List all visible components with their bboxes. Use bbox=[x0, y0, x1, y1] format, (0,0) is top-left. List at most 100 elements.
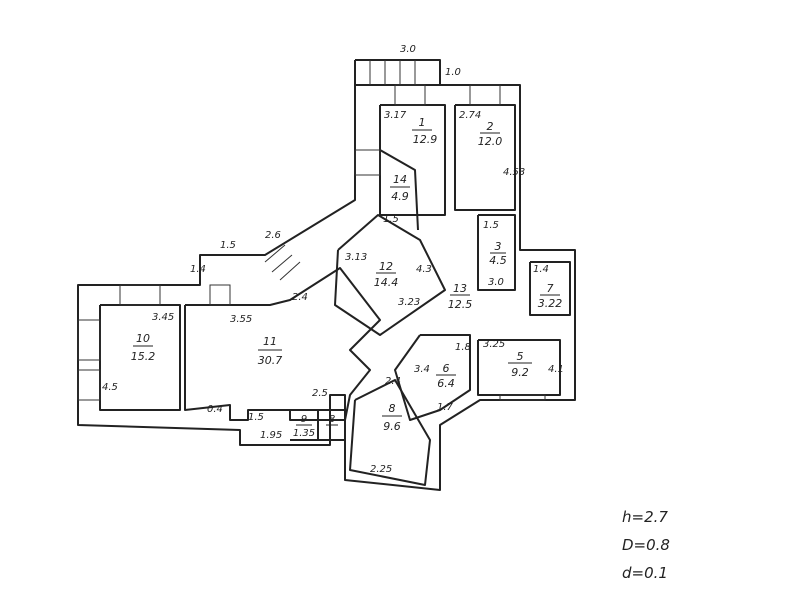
plan-label: 12 bbox=[379, 260, 393, 273]
room-labels: 112.9 212.0 34.5 73.22 59.2 66.4 89.6 91… bbox=[131, 116, 563, 439]
plan-label: 3.4 bbox=[414, 364, 430, 375]
plan-label: 12.9 bbox=[413, 133, 438, 146]
plan-label: 0.4 bbox=[207, 404, 223, 415]
plan-line bbox=[77, 369, 101, 401]
plan-line bbox=[279, 261, 301, 281]
plan-line bbox=[77, 59, 576, 491]
plan-line bbox=[477, 339, 561, 396]
plan-label: 1.35 bbox=[293, 428, 315, 439]
plan-label: 2.25 bbox=[370, 464, 392, 475]
plan-label: 1.95 bbox=[260, 430, 282, 441]
plan-label: 30.7 bbox=[258, 354, 283, 367]
plan-label: 3.45 bbox=[152, 312, 174, 323]
plan-line bbox=[379, 149, 419, 231]
plan-notes: h=2.7 D=0.8 d=0.1 bbox=[622, 508, 670, 582]
plan-label: 4.5 bbox=[489, 254, 507, 267]
plan-line bbox=[394, 84, 426, 106]
plan-label: 6 bbox=[443, 362, 450, 375]
plan-label: 3.0 bbox=[488, 277, 504, 288]
plan-label: 12.0 bbox=[478, 135, 503, 148]
plan-label: 9 bbox=[301, 414, 307, 425]
plan-line bbox=[529, 261, 571, 316]
plan-label: 12.5 bbox=[448, 298, 473, 311]
room-10: 10 15.2 bbox=[131, 332, 156, 363]
plan-label: 2.74 bbox=[459, 110, 481, 121]
plan-label: 14.4 bbox=[374, 276, 399, 289]
plan-label: 7 bbox=[547, 282, 554, 295]
plan-label: 9.2 bbox=[511, 366, 529, 379]
plan-label: 4.1 bbox=[548, 364, 564, 375]
plan-label: 3.13 bbox=[345, 252, 367, 263]
room-1: 112.9 bbox=[412, 116, 437, 146]
plan-label: 1 bbox=[419, 116, 426, 129]
plan-label: 10 bbox=[136, 332, 150, 345]
plan-line bbox=[394, 334, 471, 421]
plan-label: 9.6 bbox=[383, 420, 401, 433]
stairs bbox=[264, 60, 416, 281]
room-9: 91.35 bbox=[293, 414, 315, 439]
plan-label: 3.22 bbox=[538, 297, 563, 310]
room-13: 13 12.5 bbox=[448, 282, 473, 311]
plan-label: 4.5 bbox=[102, 382, 118, 393]
room-small: 8 bbox=[326, 414, 338, 426]
plan-line bbox=[379, 104, 446, 216]
dimension-labels: 3.0 1.0 3.17 2.74 4.53 1.5 1.5 3.0 1.4 3… bbox=[102, 44, 564, 475]
plan-line bbox=[349, 379, 431, 486]
plan-label: 15.2 bbox=[131, 350, 156, 363]
plan-line bbox=[354, 149, 381, 176]
plan-label: 1.5 bbox=[483, 220, 499, 231]
plan-label: 3.25 bbox=[483, 339, 505, 350]
plan-label: 2 bbox=[487, 120, 494, 133]
plan-label: 1.8 bbox=[455, 342, 471, 353]
plan-label: h=2.7 bbox=[622, 508, 668, 526]
plan-label: 3.23 bbox=[398, 297, 420, 308]
plan-label: 1.4 bbox=[533, 264, 549, 275]
plan-label: 2.4 bbox=[292, 292, 308, 303]
plan-label: 8 bbox=[329, 414, 335, 425]
room-7: 73.22 bbox=[538, 282, 563, 310]
plan-line bbox=[469, 84, 501, 106]
plan-label: 2.4 bbox=[385, 376, 401, 387]
plan-line bbox=[499, 394, 546, 401]
room-11: 11 30.7 bbox=[258, 335, 283, 367]
room-2: 212.0 bbox=[478, 120, 503, 148]
plan-label: 8 bbox=[389, 402, 396, 415]
plan-line bbox=[271, 254, 293, 273]
plan-line bbox=[77, 319, 101, 361]
plan-line bbox=[184, 267, 381, 421]
plan-label: 1.0 bbox=[445, 67, 461, 78]
plan-label: 13 bbox=[453, 282, 467, 295]
plan-label: 3 bbox=[495, 240, 502, 253]
plan-label: 4.9 bbox=[391, 190, 409, 203]
plan-label: 3.55 bbox=[230, 314, 252, 325]
room-8: 89.6 bbox=[382, 402, 402, 433]
room-12: 12 14.4 bbox=[374, 260, 399, 289]
plan-line bbox=[264, 244, 286, 263]
room-6: 66.4 bbox=[436, 362, 456, 390]
plan-label: 4.3 bbox=[416, 264, 432, 275]
plan-label: 11 bbox=[263, 335, 277, 348]
plan-label: d=0.1 bbox=[622, 564, 668, 582]
windows bbox=[77, 84, 546, 401]
plan-label: 4.53 bbox=[503, 167, 525, 178]
plan-label: 14 bbox=[393, 173, 407, 186]
plan-label: 1.5 bbox=[248, 412, 264, 423]
room-3: 34.5 bbox=[489, 240, 507, 267]
plan-line bbox=[209, 284, 231, 306]
room-14: 144.9 bbox=[390, 173, 410, 203]
plan-label: 1.5 bbox=[383, 214, 399, 225]
plan-label: D=0.8 bbox=[622, 536, 670, 554]
plan-label: 3.17 bbox=[384, 110, 407, 121]
plan-label: 1.4 bbox=[190, 264, 206, 275]
plan-line bbox=[477, 214, 516, 291]
plan-label: 3.0 bbox=[400, 44, 416, 55]
plan-label: 6.4 bbox=[437, 377, 455, 390]
plan-label: 2.5 bbox=[312, 388, 328, 399]
plan-line bbox=[334, 214, 446, 336]
plan-label: 1.7 bbox=[437, 402, 454, 413]
plan-line bbox=[119, 284, 161, 306]
interior-walls bbox=[290, 104, 571, 486]
plan-label: 2.6 bbox=[265, 230, 281, 241]
room-5: 59.2 bbox=[508, 350, 532, 379]
